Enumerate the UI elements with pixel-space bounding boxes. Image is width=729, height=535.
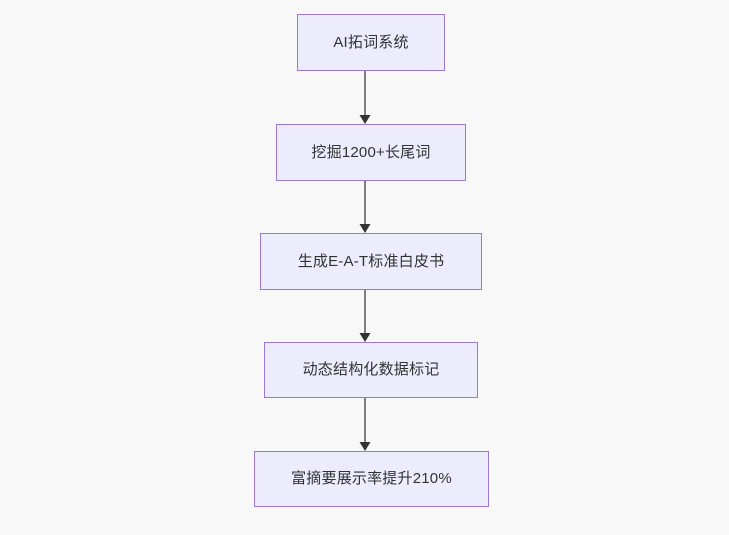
flowchart-node-label: 挖掘1200+长尾词 xyxy=(311,143,431,161)
flowchart-node-n4[interactable]: 动态结构化数据标记 xyxy=(264,342,478,398)
flowchart-node-n5[interactable]: 富摘要展示率提升210% xyxy=(254,451,489,507)
edge-n4-to-n5 xyxy=(359,398,371,451)
edge-n2-to-n3 xyxy=(359,181,371,233)
flowchart-node-n1[interactable]: AI拓词系统 xyxy=(297,14,445,71)
flowchart-node-label: 富摘要展示率提升210% xyxy=(291,470,452,487)
edge-n1-to-n2 xyxy=(359,71,371,124)
edge-n3-to-n4 xyxy=(359,290,371,342)
flowchart-node-label: AI拓词系统 xyxy=(333,33,409,51)
flowchart-node-label: 生成E-A-T标准白皮书 xyxy=(297,252,445,270)
flowchart-node-n3[interactable]: 生成E-A-T标准白皮书 xyxy=(260,233,482,290)
flowchart-node-label: 动态结构化数据标记 xyxy=(302,361,440,378)
flowchart-node-n2[interactable]: 挖掘1200+长尾词 xyxy=(276,124,466,181)
